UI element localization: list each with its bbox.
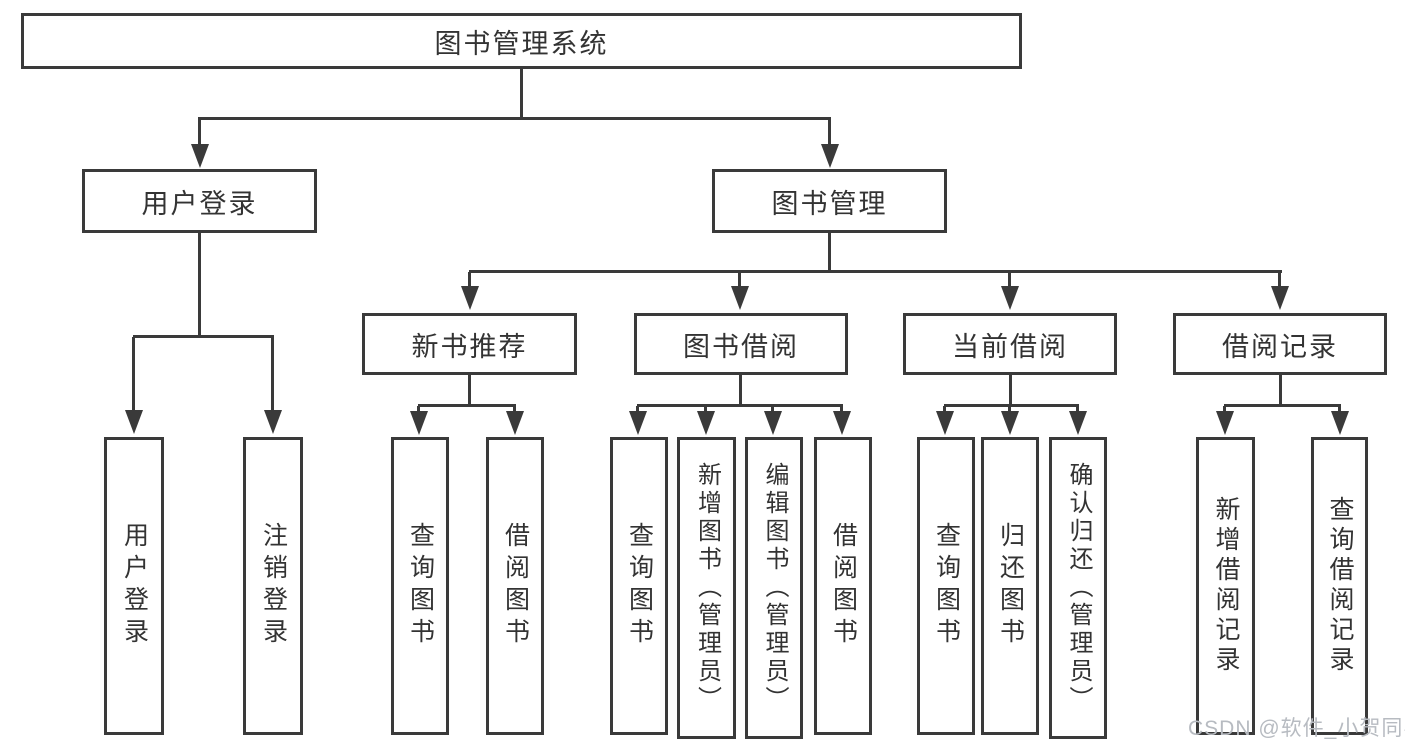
leaf-user-login-label: 用户登录	[120, 522, 149, 650]
leaf-borrow-books-2-label: 借阅图书	[829, 522, 858, 650]
connector-recommend-stem	[468, 375, 471, 406]
node-book-management-label: 图书管理	[771, 188, 888, 219]
connector-user-login-bus	[133, 335, 274, 338]
node-current-borrow: 当前借阅	[903, 313, 1117, 375]
arrow-to-borrow-records	[1278, 272, 1281, 286]
node-root: 图书管理系统	[21, 13, 1022, 69]
arrow-to-book-management	[828, 119, 831, 144]
leaf-edit-book-admin-label: 编辑图书（管理员）	[761, 462, 788, 714]
node-book-borrow: 图书借阅	[634, 313, 848, 375]
arrow-borrow-child-4	[840, 406, 843, 411]
node-new-book-recommend: 新书推荐	[362, 313, 577, 375]
arrow-to-leaf-logout	[271, 337, 274, 410]
arrow-records-child-1	[1223, 406, 1226, 411]
node-borrow-records-label: 借阅记录	[1222, 331, 1338, 362]
arrow-to-current-borrow	[1008, 272, 1011, 286]
arrow-to-user-login	[198, 119, 201, 144]
connector-recommend-bus	[418, 404, 516, 407]
leaf-confirm-return-admin-label: 确认归还（管理员）	[1065, 462, 1092, 714]
arrow-current-child-2	[1008, 406, 1011, 411]
connector-borrow-stem	[739, 375, 742, 406]
node-root-label: 图书管理系统	[434, 28, 609, 59]
connector-user-login-stem	[198, 233, 201, 337]
csdn-watermark: CSDN @软件_小贺同学	[1188, 717, 1405, 740]
arrow-borrow-child-1	[636, 406, 639, 411]
node-user-login: 用户登录	[82, 169, 317, 233]
node-new-book-recommend-label: 新书推荐	[411, 331, 528, 362]
arrow-current-child-3	[1076, 406, 1079, 411]
leaf-user-login: 用户登录	[104, 437, 164, 735]
arrow-current-child-1	[943, 406, 946, 411]
connector-book-mgmt-stem	[828, 233, 831, 272]
leaf-query-borrow-record-label: 查询借阅记录	[1326, 496, 1354, 676]
connector-root-bus	[198, 117, 831, 120]
leaf-borrow-books-recommend: 借阅图书	[486, 437, 544, 735]
node-book-borrow-label: 图书借阅	[683, 331, 799, 362]
connector-borrow-bus	[637, 404, 843, 407]
leaf-add-book-admin: 新增图书（管理员）	[677, 437, 736, 739]
leaf-logout-label: 注销登录	[259, 522, 288, 650]
leaf-query-books-recommend-label: 查询图书	[406, 522, 435, 650]
leaf-borrow-books-recommend-label: 借阅图书	[501, 522, 530, 650]
leaf-add-borrow-record: 新增借阅记录	[1196, 437, 1255, 735]
arrow-to-new-book-recommend	[468, 272, 471, 286]
leaf-return-books: 归还图书	[981, 437, 1039, 735]
leaf-query-books-borrow-label: 查询图书	[625, 522, 654, 650]
node-user-login-label: 用户登录	[141, 188, 258, 219]
leaf-add-book-admin-label: 新增图书（管理员）	[693, 462, 721, 714]
leaf-query-borrow-record: 查询借阅记录	[1311, 437, 1368, 735]
arrow-to-book-borrow	[738, 272, 741, 286]
leaf-logout: 注销登录	[243, 437, 303, 735]
leaf-query-books-recommend: 查询图书	[391, 437, 449, 735]
node-book-management: 图书管理	[712, 169, 947, 233]
connector-records-stem	[1279, 375, 1282, 406]
leaf-borrow-books-2: 借阅图书	[814, 437, 872, 735]
node-current-borrow-label: 当前借阅	[952, 331, 1068, 362]
connector-current-bus	[944, 404, 1079, 407]
arrow-to-leaf-user-login	[132, 337, 135, 410]
arrow-recommend-child-2	[513, 406, 516, 411]
arrow-borrow-child-3	[771, 406, 774, 411]
arrow-recommend-child-1	[417, 406, 420, 411]
connector-book-mgmt-bus	[469, 270, 1282, 273]
leaf-query-books-current-label: 查询图书	[932, 522, 961, 650]
leaf-add-borrow-record-label: 新增借阅记录	[1212, 496, 1240, 676]
arrow-borrow-child-2	[704, 406, 707, 411]
connector-current-stem	[1009, 375, 1012, 406]
arrow-records-child-2	[1338, 406, 1341, 411]
leaf-edit-book-admin: 编辑图书（管理员）	[745, 437, 803, 739]
leaf-query-books-borrow: 查询图书	[610, 437, 668, 735]
connector-root-stem	[520, 69, 523, 119]
connector-records-bus	[1224, 404, 1341, 407]
node-borrow-records: 借阅记录	[1173, 313, 1387, 375]
leaf-return-books-label: 归还图书	[996, 522, 1025, 650]
leaf-query-books-current: 查询图书	[917, 437, 975, 735]
leaf-confirm-return-admin: 确认归还（管理员）	[1049, 437, 1107, 739]
